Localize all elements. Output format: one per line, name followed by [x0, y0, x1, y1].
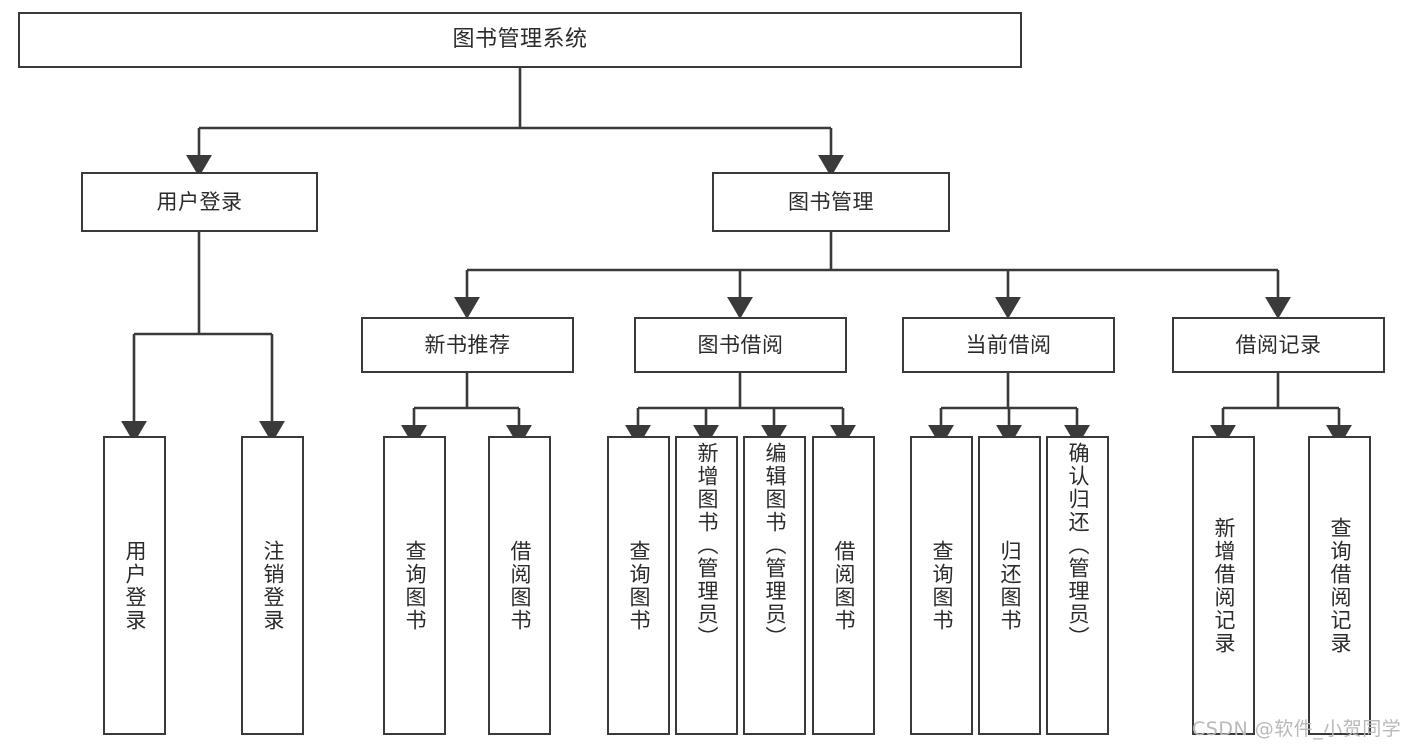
- node-label: 查询借阅记录: [1328, 516, 1352, 655]
- node-label: 图书管理: [788, 189, 874, 214]
- node-borrow-record[interactable]: 借阅记录: [1172, 317, 1385, 373]
- watermark-credit: CSDN @软件_小贺同学: [1192, 718, 1402, 740]
- node-label: 借阅图书: [508, 539, 532, 632]
- leaf-return-book[interactable]: 归还图书: [978, 436, 1041, 735]
- node-label: 借阅记录: [1235, 332, 1322, 357]
- node-current-borrow[interactable]: 当前借阅: [902, 317, 1115, 373]
- node-label: 归还图书: [998, 539, 1022, 632]
- node-book-management[interactable]: 图书管理: [712, 172, 950, 232]
- node-new-book-recommend[interactable]: 新书推荐: [361, 317, 574, 373]
- node-label: 编辑图书（管理员）: [763, 442, 787, 649]
- leaf-user-login[interactable]: 用户登录: [103, 436, 166, 735]
- node-label: 注销登录: [261, 539, 285, 632]
- node-label: 查询图书: [627, 539, 651, 632]
- node-label: 用户登录: [156, 189, 243, 214]
- node-label: 确认归还（管理员）: [1066, 442, 1090, 649]
- node-label: 图书管理系统: [452, 27, 588, 53]
- leaf-borrow-book-borrow[interactable]: 借阅图书: [812, 436, 875, 735]
- leaf-query-book-recommend[interactable]: 查询图书: [383, 436, 446, 735]
- node-root-book-management-system[interactable]: 图书管理系统: [18, 12, 1022, 68]
- leaf-query-book-current[interactable]: 查询图书: [910, 436, 973, 735]
- leaf-query-book-borrow[interactable]: 查询图书: [607, 436, 670, 735]
- node-label: 新书推荐: [424, 332, 511, 357]
- leaf-edit-book-admin[interactable]: 编辑图书（管理员）: [743, 436, 806, 735]
- node-label: 图书借阅: [697, 332, 784, 357]
- leaf-logout-login[interactable]: 注销登录: [241, 436, 304, 735]
- node-label: 新增借阅记录: [1212, 516, 1236, 655]
- node-label: 新增图书（管理员）: [695, 442, 719, 649]
- node-user-login[interactable]: 用户登录: [81, 172, 318, 232]
- node-label: 借阅图书: [832, 539, 856, 632]
- leaf-borrow-book-recommend[interactable]: 借阅图书: [488, 436, 551, 735]
- node-book-borrow[interactable]: 图书借阅: [634, 317, 847, 373]
- node-label: 用户登录: [123, 539, 147, 632]
- node-label: 当前借阅: [965, 332, 1052, 357]
- node-label: 查询图书: [930, 539, 954, 632]
- leaf-add-borrow-record[interactable]: 新增借阅记录: [1192, 436, 1255, 735]
- leaf-add-book-admin[interactable]: 新增图书（管理员）: [675, 436, 738, 735]
- node-label: 查询图书: [403, 539, 427, 632]
- leaf-confirm-return-admin[interactable]: 确认归还（管理员）: [1046, 436, 1109, 735]
- leaf-query-borrow-record[interactable]: 查询借阅记录: [1308, 436, 1371, 735]
